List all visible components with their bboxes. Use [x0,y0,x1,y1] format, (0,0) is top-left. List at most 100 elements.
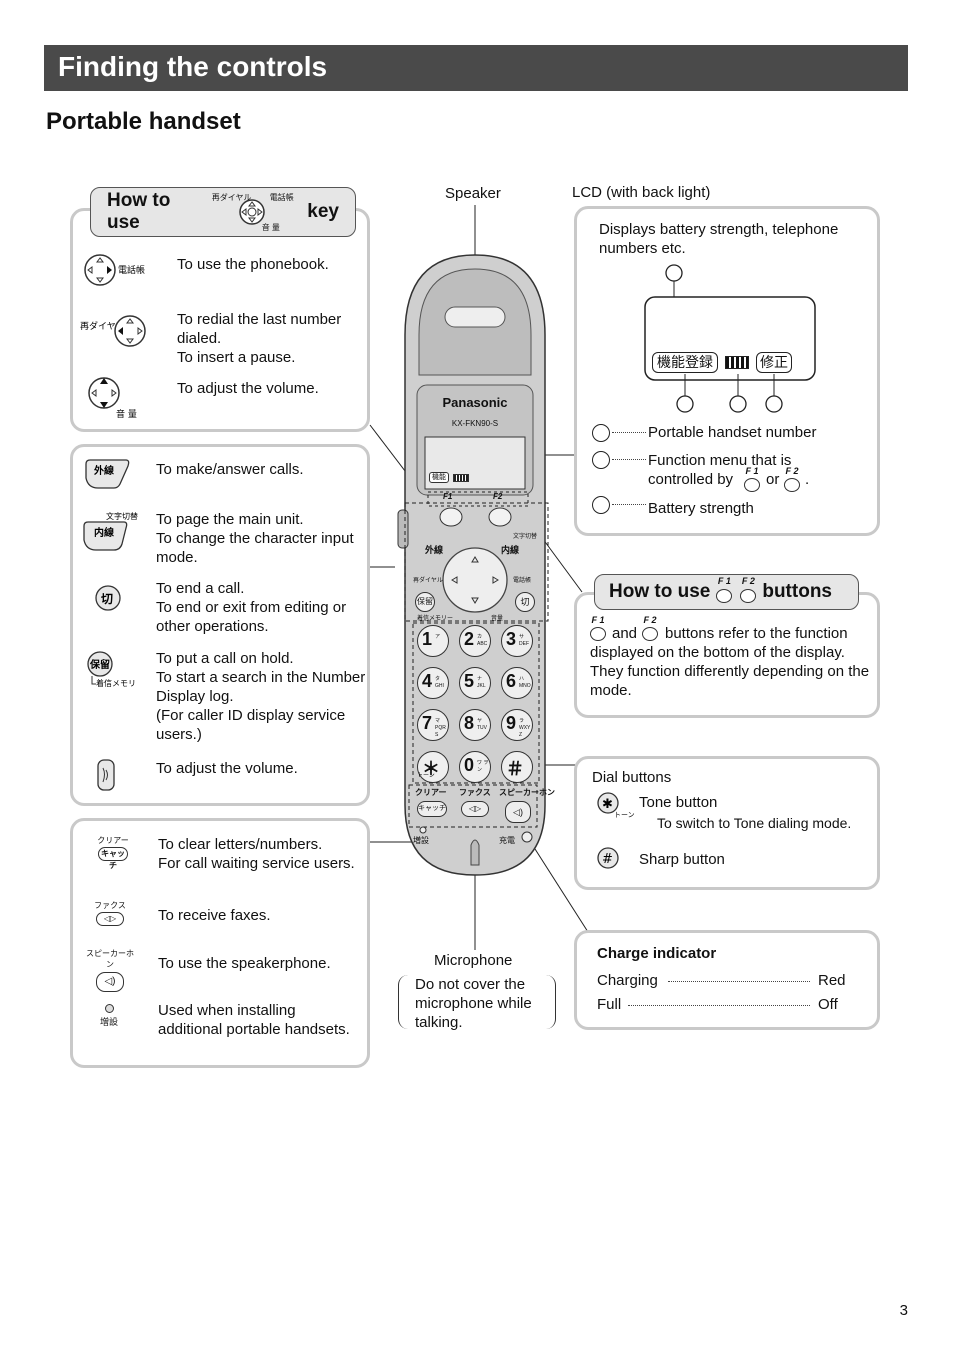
phone-btn-fax: ◁▷ [461,801,489,817]
legend-function-menu: Function menu that is controlled by [648,452,792,488]
charge-row-label: Charging [597,972,658,989]
key-usage-heading: How to use 再ダイヤル 電話帳 音 量 key [90,187,356,237]
lcd-edit-label: 修正 [756,352,792,373]
call-keys-panel [70,444,370,806]
svg-text:保留: 保留 [89,658,110,671]
phone-key-sub: ア [435,634,441,640]
clear-key-desc: To clear letters/numbers. For call waiti… [158,836,355,872]
phonebook-key-icon: 電話帳 [84,254,145,286]
charge-row-dots [668,976,810,982]
phone-btn-speaker: ◁) [505,801,531,823]
fbuttons-f1-icon: F 1 [716,576,733,608]
lcd-desc: Displays battery strength, telephone num… [599,221,839,257]
phone-f2-label: F2 [493,492,503,501]
fax-key-icon: ファクス ◁▷ [88,900,132,926]
phone-btn-hold: 保留 [415,592,435,612]
phone-key: ＃ [501,751,533,783]
fax-key: ◁▷ [96,912,124,926]
legend-marker-3 [592,496,610,514]
hold-desc: To put a call on hold. To start a search… [156,650,366,743]
mic-note: Do not cover the microphone while talkin… [415,976,532,1031]
phone-key-digit: 0 [464,755,475,775]
phone-key-digit: 8 [464,713,475,733]
svg-text:着信メモリー: 着信メモリー [96,678,136,688]
phone-btn-inside: 内線 [501,545,520,555]
fbuttons-heading: How to use F 1 F 2 buttons [594,574,859,610]
speakerphone-key: ◁) [96,972,124,992]
phone-key-sub: カ ABC [477,634,488,647]
svg-text:#: # [602,852,613,867]
full-row-value: Off [818,996,838,1013]
fbuttons-heading-text-buttons: buttons [762,581,832,602]
fbuttons-and: and [612,625,638,642]
phone-key-digit: 9 [506,713,517,733]
navigator-key-icon: 再ダイヤル 電話帳 音 量 [212,192,302,232]
tone-button-label: Tone button [639,794,718,811]
phone-label-charge: 充電 [499,836,515,845]
model-number: KX-FKN90-S [451,419,499,428]
tone-button-icon: ✱ [597,792,619,814]
fax-key-desc: To receive faxes. [158,907,271,924]
clear-key-top-label: クリアー [97,836,129,845]
inside-line-desc: To page the main unit. To change the cha… [156,511,354,566]
fbuttons-desc: buttons refer to the function displayed … [590,625,870,699]
phone-btn-catch: キャッチ [417,801,447,817]
phone-key-sub: ハ MNO [519,676,531,689]
phone-label-speaker: スピーカーホン [499,788,555,797]
speakerphone-key-icon: スピーカーホン ◁) [84,948,136,992]
end-call-desc: To end a call. To end or exit from editi… [156,580,347,635]
phone-key-digit: 7 [422,713,433,733]
fbuttons-f2-icon: F 2 [740,576,757,608]
legend-end: . [805,471,810,488]
page-number: 3 [899,1302,908,1319]
speakerphone-key-top-label: スピーカーホン [86,949,134,969]
side-volume-desc: To adjust the volume. [156,760,298,777]
svg-text:内線: 内線 [94,526,114,539]
phonebook-key-desc: To use the phonebook. [177,256,329,273]
phone-key-digit: 1 [422,629,433,649]
legend-dots-3 [612,499,646,505]
page-title: Finding the controls [44,45,908,91]
handset-illustration: Panasonic KX-FKN90-S 機能 F1 F2 外線 内線 文字切替… [395,245,555,880]
legend-dots-1 [612,427,646,433]
svg-text:電話帳: 電話帳 [118,264,145,276]
dial-buttons-title: Dial buttons [592,769,672,786]
legend-dots-2 [612,454,646,460]
navigator-key-volume: 音 量 [261,223,280,232]
speakerphone-key-desc: To use the speakerphone. [158,955,331,972]
inside-line-key-icon: 文字切替 内線 [83,511,138,551]
phone-key-digit: 5 [464,671,475,691]
heading-text-key: key [307,201,339,222]
add-handset-desc: Used when installing additional portable… [158,1002,350,1038]
charge-row-value: Red [818,972,846,989]
dial-buttons-panel [574,756,880,890]
clear-key-icon: クリアー キャッチ [88,835,138,870]
legend-marker-1 [592,424,610,442]
add-handset-label: 増設 [99,1017,118,1027]
phone-key-digit: 4 [422,671,433,691]
redial-key-desc: To redial the last number dialed. To ins… [177,311,342,366]
phone-key-digit: 2 [464,629,475,649]
phone-key-sub: サ DEF [519,634,529,647]
svg-text:音 量: 音 量 [116,408,137,420]
svg-text:再ダイヤル: 再ダイヤル [80,320,125,332]
lcd-diagram [644,264,816,413]
catch-key: キャッチ [98,847,128,870]
volume-key-desc: To adjust the volume. [177,380,319,397]
misc-keys-panel [70,818,370,1068]
phone-label-zousetsu: 増設 [413,836,429,845]
navigator-key-redial: 再ダイヤル [211,193,252,202]
phone-key-sub: ナ JKL [477,676,486,689]
microphone-label: Microphone [434,952,513,969]
mic-note-bracket [398,975,556,1029]
full-row-dots [628,1000,810,1006]
lcd-battery-icon [725,356,749,369]
legend-f2-icon: F 2 [784,467,800,494]
phone-tone-label: トーン [417,773,435,779]
speaker-label: Speaker [445,185,501,202]
phone-f1-label: F1 [443,492,453,501]
phone-key: ＊ [417,751,449,783]
